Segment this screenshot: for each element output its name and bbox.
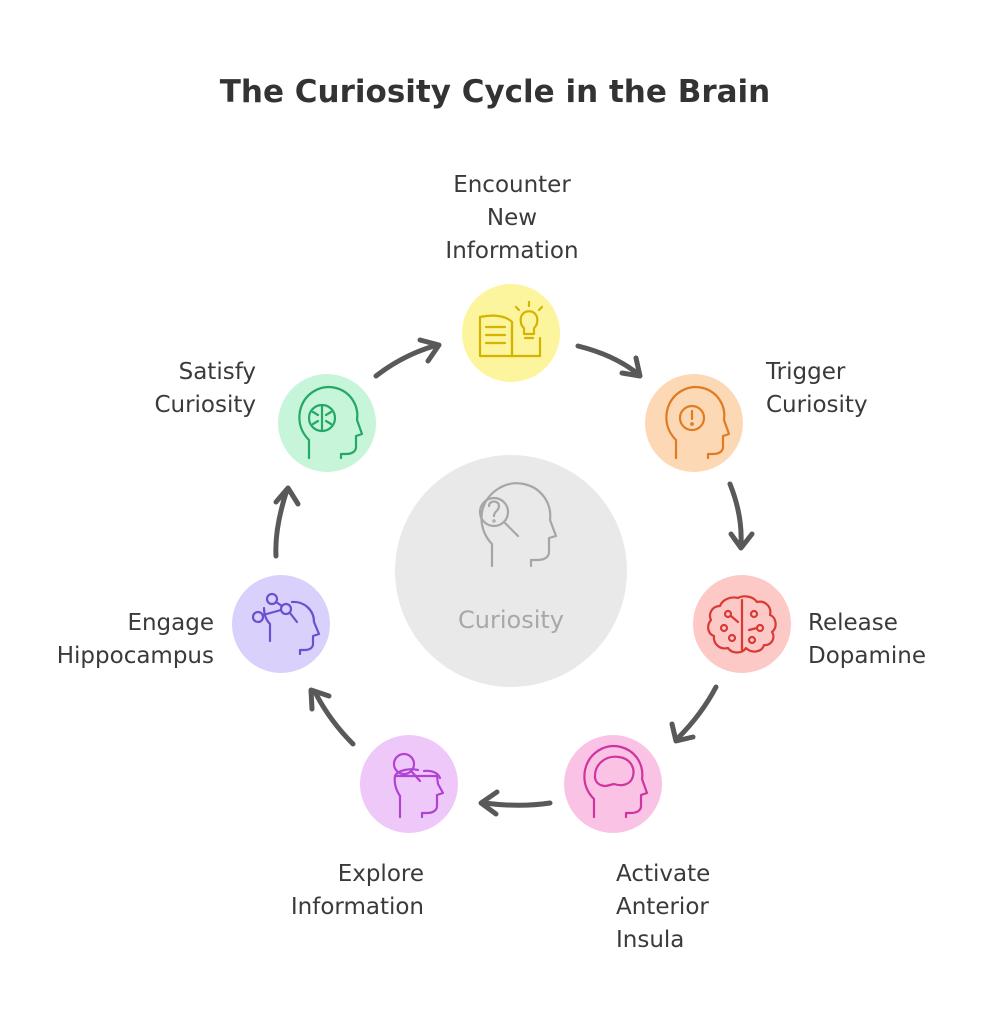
step-circle-trigger	[645, 374, 743, 472]
label-explore-line-1: Explore	[337, 861, 424, 887]
label-activate-line-3: Insula	[616, 927, 685, 953]
center-label: Curiosity	[458, 606, 564, 634]
label-satisfy-line-1: Satisfy	[178, 359, 256, 385]
label-trigger: Trigger Curiosity	[766, 356, 868, 422]
label-release-line-1: Release	[808, 610, 898, 636]
book-lightbulb-icon	[478, 300, 544, 358]
label-engage: Engage Hippocampus	[14, 607, 214, 673]
label-release: Release Dopamine	[808, 607, 926, 673]
head-open-magnifier-icon	[392, 752, 445, 819]
label-activate-line-2: Anterior	[616, 894, 709, 920]
head-balanced-brain-icon	[298, 386, 364, 460]
label-satisfy: Satisfy Curiosity	[56, 356, 256, 422]
label-encounter-line-2: New	[486, 205, 538, 231]
arrow-release-to-activate	[669, 684, 719, 744]
label-engage-line-1: Engage	[127, 610, 214, 636]
label-encounter: Encounter New Information	[412, 169, 612, 268]
step-circle-explore	[360, 735, 458, 833]
arrow-activate-to-explore	[478, 789, 553, 817]
head-brain-icon	[583, 745, 649, 819]
arrow-satisfy-to-encounter	[373, 337, 442, 379]
label-satisfy-line-2: Curiosity	[154, 392, 256, 418]
arrow-encounter-to-trigger	[575, 343, 643, 379]
arrow-engage-to-satisfy	[273, 485, 301, 559]
arrow-trigger-to-release	[727, 481, 755, 551]
arrow-explore-to-engage	[308, 687, 356, 747]
label-activate-line-1: Activate	[616, 861, 711, 887]
head-exclamation-icon	[665, 386, 731, 460]
brain-neurons-icon	[707, 595, 777, 654]
label-explore-line-2: Information	[290, 894, 424, 920]
head-question-magnifier-icon	[478, 482, 558, 568]
label-trigger-line-1: Trigger	[766, 359, 846, 385]
head-nodes-icon	[251, 592, 321, 656]
label-explore: Explore Information	[224, 858, 424, 924]
center-hub	[395, 455, 627, 687]
label-activate: Activate Anterior Insula	[616, 858, 710, 957]
label-encounter-line-1: Encounter	[453, 172, 571, 198]
step-circle-satisfy	[278, 374, 376, 472]
diagram-title: The Curiosity Cycle in the Brain	[219, 74, 771, 110]
label-trigger-line-2: Curiosity	[766, 392, 868, 418]
label-release-line-2: Dopamine	[808, 643, 926, 669]
label-encounter-line-3: Information	[445, 238, 579, 264]
label-engage-line-2: Hippocampus	[56, 643, 214, 669]
step-circle-engage	[232, 575, 330, 673]
